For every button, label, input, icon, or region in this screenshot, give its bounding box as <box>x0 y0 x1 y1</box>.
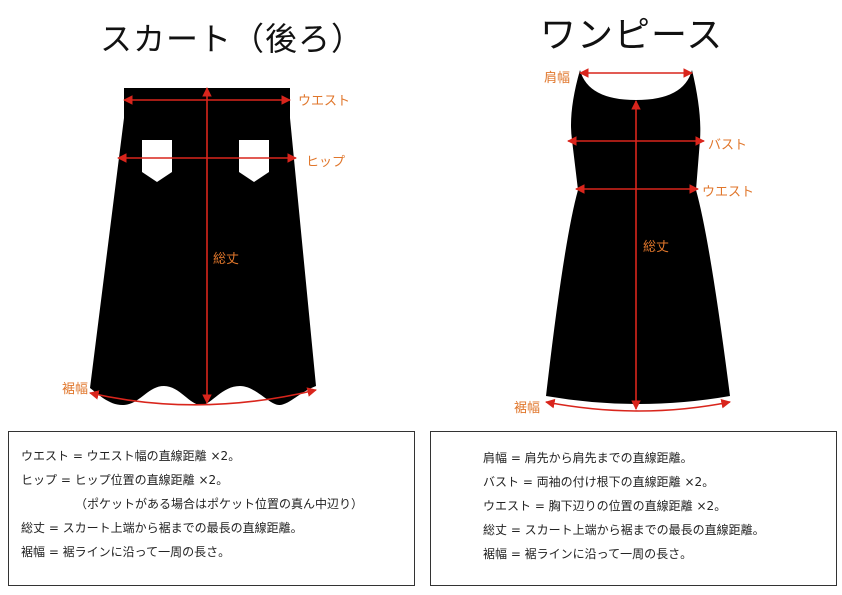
skirt-note-length: 総丈 = スカート上端から裾までの最長の直線距離。 <box>21 521 303 535</box>
skirt-note-pocket: （ポケットがある場合はポケット位置の真ん中辺り） <box>75 497 364 511</box>
dress-body <box>546 70 730 404</box>
dress-notes-box: 肩幅 = 肩先から肩先までの直線距離。 バスト = 両袖の付け根下の直線距離 ×… <box>430 431 837 586</box>
skirt-body <box>90 118 316 406</box>
dress-length-label: 総丈 <box>643 240 670 255</box>
skirt-waist-label: ウエスト <box>298 94 351 109</box>
skirt-note-hip: ヒップ = ヒップ位置の直線距離 ×2。 <box>21 473 229 487</box>
skirt-length-label: 総丈 <box>213 252 240 267</box>
dress-note-shoulder: 肩幅 = 肩先から肩先までの直線距離。 <box>483 451 693 465</box>
skirt-notes-box: ウエスト = ウエスト幅の直線距離 ×2。 ヒップ = ヒップ位置の直線距離 ×… <box>8 431 415 586</box>
dress-title: ワンピース <box>540 15 724 56</box>
skirt-hem-label: 裾幅 <box>62 382 89 397</box>
dress-note-bust: バスト = 両袖の付け根下の直線距離 ×2。 <box>483 475 715 489</box>
dress-bust-label: バスト <box>708 138 748 153</box>
dress-hem-label: 裾幅 <box>514 401 541 416</box>
dress-hem-arrow <box>545 398 731 412</box>
dress-note-waist: ウエスト = 胸下辺りの位置の直線距離 ×2。 <box>483 499 727 513</box>
skirt-note-hem: 裾幅 = 裾ラインに沿って一周の長さ。 <box>21 545 231 559</box>
skirt-note-waist: ウエスト = ウエスト幅の直線距離 ×2。 <box>21 449 241 463</box>
dress-note-hem: 裾幅 = 裾ラインに沿って一周の長さ。 <box>483 547 693 561</box>
dress-shoulder-label: 肩幅 <box>544 71 571 86</box>
skirt-hip-label: ヒップ <box>306 155 346 170</box>
dress-note-length: 総丈 = スカート上端から裾までの最長の直線距離。 <box>483 523 765 537</box>
skirt-title: スカート（後ろ） <box>100 20 365 58</box>
dress-waist-label: ウエスト <box>702 185 755 200</box>
skirt-hem-arrow <box>89 387 317 406</box>
